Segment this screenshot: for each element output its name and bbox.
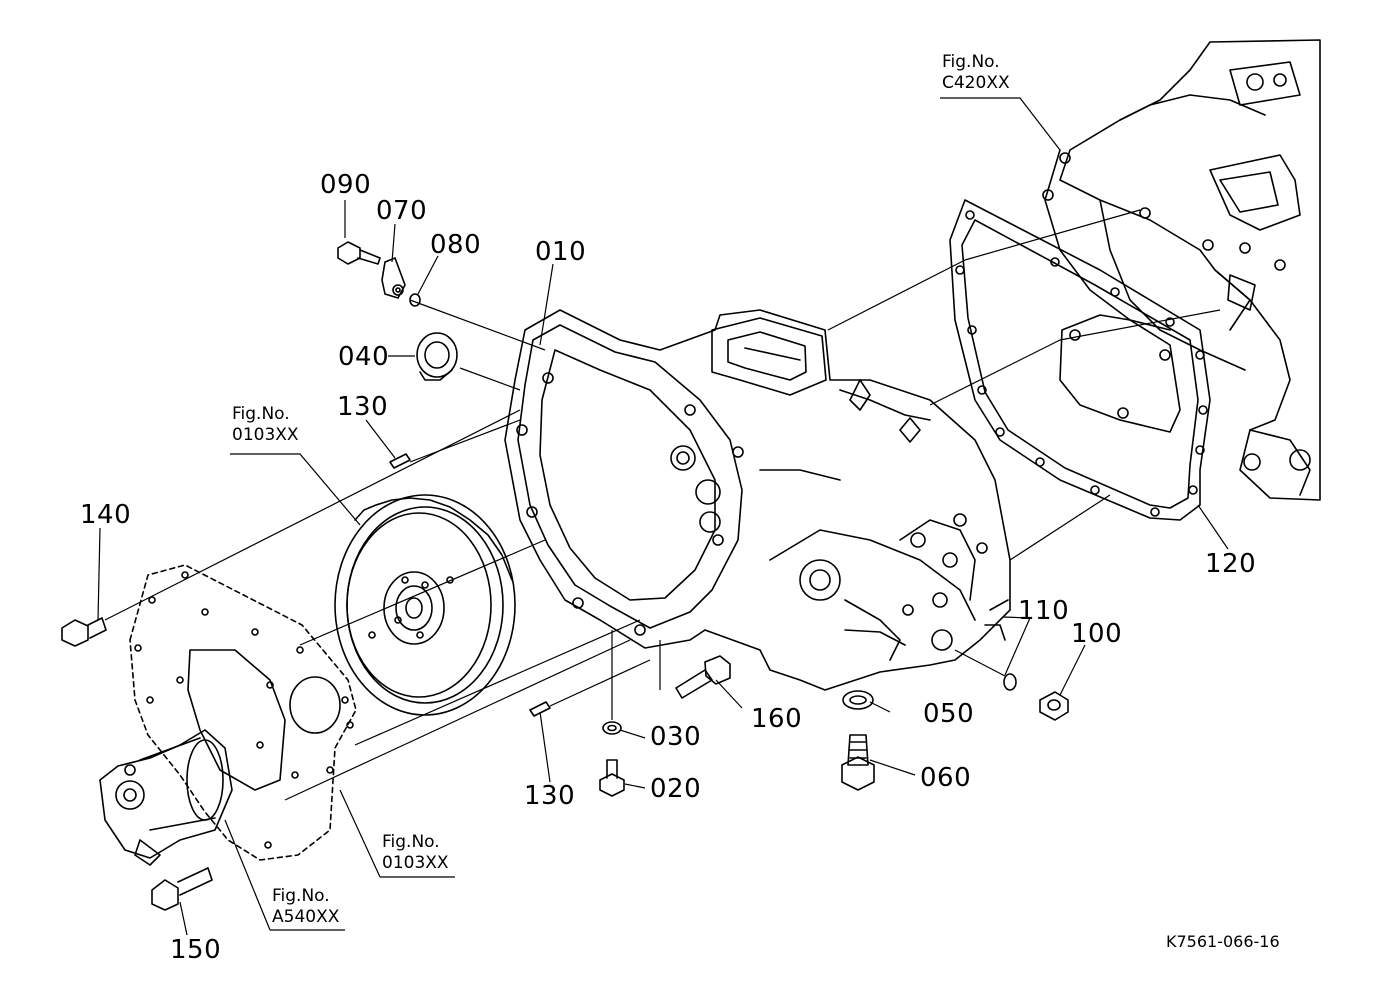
washer-050-illustration [842, 690, 874, 710]
part-label-110: 110 [1018, 596, 1070, 626]
leader-020 [624, 783, 646, 789]
figref-starter: Fig.No. A540XX [272, 886, 339, 929]
pin-130-upper-illustration [389, 453, 411, 469]
leader-figref-plate [339, 789, 381, 878]
leader-150 [179, 901, 188, 936]
plug-100-illustration [1039, 691, 1069, 721]
bolt-090-illustration [337, 241, 381, 265]
leader-120 [1197, 504, 1229, 550]
leader-070 [391, 223, 396, 263]
flywheel-illustration [334, 494, 516, 716]
figref-engine-line1: Fig.No. [942, 52, 1000, 72]
figref-engine: Fig.No. C420XX [942, 52, 1010, 95]
seal-040-illustration [416, 332, 458, 381]
washer-030-illustration [602, 721, 622, 735]
assembly-line-5 [299, 539, 546, 646]
assembly-line-7 [549, 659, 651, 707]
figref-flywheel: Fig.No. 0103XX [232, 404, 299, 447]
assembly-line-15 [1059, 309, 1221, 341]
leader-130-upper [365, 419, 396, 459]
figref-flywheel-line2: 0103XX [232, 425, 299, 446]
leader-figref-engine [940, 97, 1061, 151]
assembly-line-4 [409, 419, 521, 463]
assembly-line-14 [964, 209, 1141, 261]
figref-flywheel-line1: Fig.No. [232, 404, 290, 424]
assembly-line-1 [104, 409, 521, 621]
starter-illustration [99, 729, 233, 866]
figref-engine-line2: C420XX [942, 73, 1010, 94]
assembly-line-11 [827, 259, 966, 331]
leader-080 [417, 255, 439, 295]
plug-060-illustration [841, 734, 875, 791]
part-label-140: 140 [80, 500, 132, 530]
assembly-line-6 [354, 619, 641, 746]
leader-160 [715, 679, 743, 709]
leader-figref-starter [224, 819, 271, 931]
part-label-150: 150 [170, 935, 222, 965]
part-label-020: 020 [650, 774, 702, 804]
bolt-020-illustration [599, 759, 625, 797]
leader-130-lower [539, 711, 551, 783]
assembly-line-10 [954, 649, 1006, 677]
assembly-line-16 [284, 639, 631, 801]
assembly-line-3 [459, 367, 521, 391]
leader-060 [869, 759, 916, 776]
figref-plate: Fig.No. 0103XX [382, 832, 449, 875]
figref-starter-line1: Fig.No. [272, 886, 330, 906]
bolt-150-illustration [151, 867, 213, 911]
part-label-120: 120 [1205, 549, 1257, 579]
leader-figref-flywheel [230, 453, 361, 526]
assembly-line-13 [1009, 494, 1111, 561]
oring-110-illustration [1003, 673, 1017, 691]
adapter-plate-illustration [129, 564, 357, 861]
drawing-code: K7561-066-16 [1166, 932, 1280, 951]
part-label-010: 010 [535, 237, 587, 267]
part-label-050: 050 [923, 699, 975, 729]
part-label-130-upper: 130 [337, 392, 389, 422]
leader-110 [1002, 616, 1031, 676]
bolt-140-illustration [61, 617, 107, 647]
part-label-100: 100 [1071, 619, 1123, 649]
part-label-060: 060 [920, 763, 972, 793]
part-label-070: 070 [376, 196, 428, 226]
part-label-130-lower: 130 [524, 781, 576, 811]
engine-block-illustration [1042, 39, 1321, 501]
figref-starter-line2: A540XX [272, 907, 340, 928]
leader-100 [1059, 644, 1086, 696]
part-label-040: 040 [338, 342, 390, 372]
leader-140 [97, 527, 101, 621]
leader-030 [619, 729, 646, 739]
case-010-illustration [504, 309, 1011, 691]
part-label-090: 090 [320, 170, 372, 200]
part-label-160: 160 [751, 704, 803, 734]
plate-070-illustration [381, 257, 406, 299]
figref-plate-line1: Fig.No. [382, 832, 440, 852]
leader-010 [539, 263, 554, 346]
pin-130-lower-illustration [529, 701, 551, 717]
assembly-line-2 [409, 299, 546, 351]
bolt-160-illustration [675, 655, 731, 699]
leader-050 [869, 701, 891, 713]
assembly-line-12 [929, 339, 1061, 406]
gasket-120-illustration [949, 199, 1211, 521]
figref-plate-line2: 0103XX [382, 853, 449, 874]
part-label-030: 030 [650, 722, 702, 752]
part-label-080: 080 [430, 230, 482, 260]
